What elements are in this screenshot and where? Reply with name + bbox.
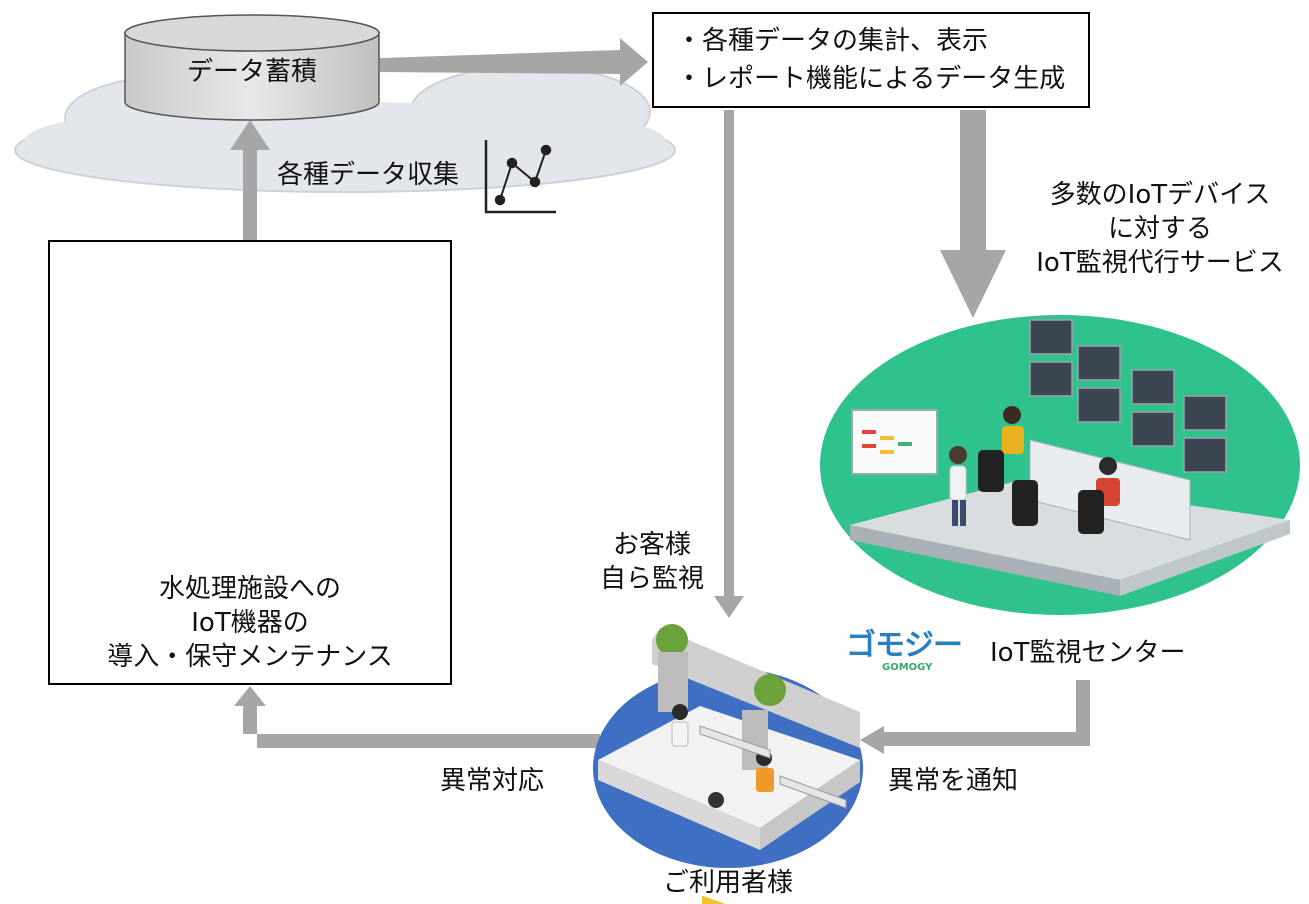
self-monitor-label: お客様 自ら監視 bbox=[590, 528, 714, 596]
facility-line-1: 水処理施設への bbox=[158, 574, 341, 604]
arrow-analysis-to-customer bbox=[714, 110, 744, 618]
analysis-line-2: ・レポート機能によるデータ生成 bbox=[676, 64, 1066, 94]
service-label: 多数のIoTデバイス に対する IoT監視代行サービス bbox=[1020, 178, 1300, 280]
service-line-1: 多数のIoTデバイス bbox=[1049, 180, 1271, 210]
collect-label: 各種データ収集 bbox=[277, 160, 460, 190]
storage-cylinder bbox=[124, 14, 380, 121]
arrow-center-to-customer bbox=[860, 680, 1090, 754]
self-monitor-line-2: 自ら監視 bbox=[599, 564, 704, 594]
facility-line-3: 導入・保守メンテナンス bbox=[107, 642, 393, 672]
gomogy-logo-text: ゴモジー bbox=[846, 628, 963, 663]
monitoring-center-illustration bbox=[820, 315, 1300, 615]
customer-label: ご利用者様 bbox=[662, 868, 793, 898]
service-line-2: に対する bbox=[1107, 214, 1212, 244]
arrow-storage-to-analysis bbox=[380, 38, 648, 86]
gomogy-logo: ゴモジー GOMOGY bbox=[846, 630, 970, 676]
arrow-customer-to-facility bbox=[234, 686, 600, 748]
arrow-facility-to-storage bbox=[230, 120, 270, 240]
gomogy-logo-sub: GOMOGY bbox=[882, 662, 933, 673]
self-monitor-line-1: お客様 bbox=[612, 530, 691, 560]
line-chart-icon bbox=[484, 140, 556, 214]
monitor-center-label: IoT監視センター bbox=[990, 638, 1186, 668]
notify-label: 異常を通知 bbox=[888, 766, 1019, 796]
facility-box: 水処理施設への IoT機器の 導入・保守メンテナンス bbox=[48, 240, 452, 685]
service-line-3: IoT監視代行サービス bbox=[1036, 248, 1284, 278]
analysis-box: ・各種データの集計、表示 ・レポート機能によるデータ生成 bbox=[652, 12, 1090, 108]
facility-line-2: IoT機器の bbox=[191, 608, 309, 638]
arrow-analysis-to-center bbox=[940, 110, 1006, 318]
storage-label: データ蓄積 bbox=[186, 57, 317, 87]
flow-arrows bbox=[230, 38, 1090, 754]
anomaly-response-label: 異常対応 bbox=[440, 766, 545, 796]
customer-office-illustration bbox=[593, 624, 863, 904]
analysis-line-1: ・各種データの集計、表示 bbox=[676, 26, 989, 56]
